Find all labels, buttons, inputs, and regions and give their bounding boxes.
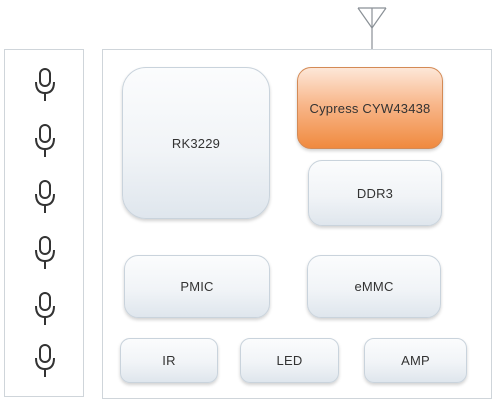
led-block: LED: [240, 338, 339, 383]
pmic-label: PMIC: [180, 279, 214, 294]
wifi-chip-label: Cypress CYW43438: [309, 100, 431, 116]
soc-label: RK3229: [171, 135, 221, 151]
led-label: LED: [276, 353, 303, 368]
microphone-icon: [35, 180, 55, 213]
antenna-icon: [357, 7, 387, 52]
microphone-icon: [35, 292, 55, 325]
pmic-block: PMIC: [124, 255, 270, 318]
emmc-label: eMMC: [354, 279, 394, 294]
microphone-array-panel: [4, 49, 84, 397]
microphone-icon: [35, 68, 55, 101]
ir-block: IR: [120, 338, 218, 383]
ddr3-block: DDR3: [308, 160, 442, 226]
soc-block: RK3229: [122, 67, 270, 219]
ir-label: IR: [162, 353, 176, 368]
microphone-icon: [35, 344, 55, 377]
microphone-icon: [35, 124, 55, 157]
amp-label: AMP: [401, 353, 430, 368]
emmc-block: eMMC: [307, 255, 441, 318]
wifi-chip-block: Cypress CYW43438: [297, 67, 443, 149]
microphone-icon: [35, 236, 55, 269]
ddr3-label: DDR3: [356, 185, 394, 201]
amp-block: AMP: [364, 338, 467, 383]
